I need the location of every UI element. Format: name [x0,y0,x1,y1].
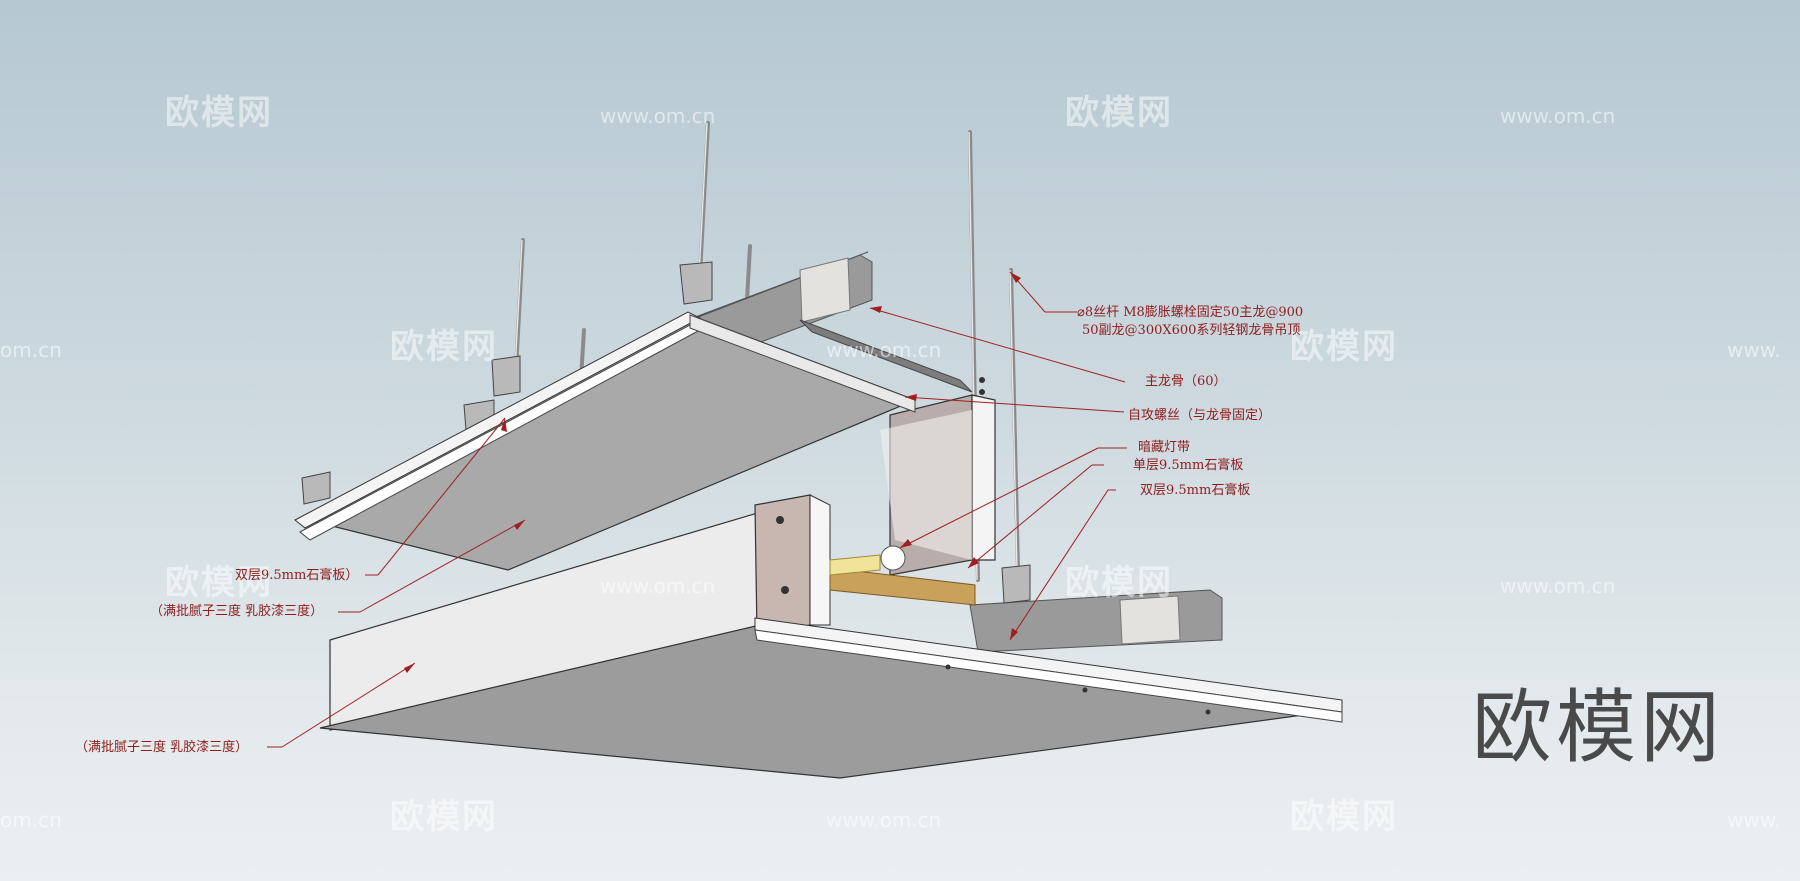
annotation-rod-spec-line1: ⌀8丝杆 M8膨胀螺栓固定50主龙@900 [1077,305,1304,320]
annotation-putty-paint-lower: （满批腻子三度 乳胶漆三度） [75,740,249,755]
watermark-url: www.om.cn [826,338,942,362]
watermark-url: www.om.cn [1500,104,1616,128]
leader-arrowheads [404,272,1021,673]
light-cove [829,410,976,606]
annotation-putty-paint-upper: （满批腻子三度 乳胶漆三度） [150,604,324,619]
annotation-self-tapping-screw: 自攻螺丝（与龙骨固定） [1128,408,1272,423]
watermark-url: www.om.cn [1500,574,1616,598]
watermark-cn: 欧模网 [165,93,273,133]
upper-gypsum-board [294,311,917,571]
leader-lines [267,271,1127,748]
site-logo: 欧模网 [1472,681,1724,774]
keel-brackets [301,261,1031,604]
watermark-url: www.om.cn [600,104,716,128]
annotation-single-layer-board: 单层9.5mm石膏板 [1133,458,1244,473]
annotation-main-keel: 主龙骨（60） [1145,374,1227,389]
annotation-double-layer-board-left: 双层9.5mm石膏板） [235,568,359,583]
annotation-hidden-light-strip: 暗藏灯带 [1138,440,1191,455]
annotation-rod-spec-line2: 50副龙@300X600系列轻钢龙骨吊顶 [1082,323,1301,338]
watermark-url-partial: www. [1727,338,1781,362]
watermark-cn: 欧模网 [390,327,498,367]
lower-step-box [329,494,831,731]
watermark-url-partial: om.cn [0,808,62,832]
watermark-cn: 欧模网 [1065,563,1173,603]
watermark-cn: 欧模网 [1290,327,1398,367]
watermark-url-partial: om.cn [0,338,62,362]
watermark-cn: 欧模网 [1290,797,1398,837]
watermark-cn: 欧模网 [165,563,273,603]
annotation-double-layer-board-right: 双层9.5mm石膏板 [1140,483,1251,498]
watermark-url: www.om.cn [826,808,942,832]
watermark-url-partial: www. [1727,808,1781,832]
watermark-cn: 欧模网 [390,797,498,837]
lower-gypsum-board [319,617,1343,779]
watermark-cn: 欧模网 [1065,93,1173,133]
watermark-url: www.om.cn [600,574,716,598]
